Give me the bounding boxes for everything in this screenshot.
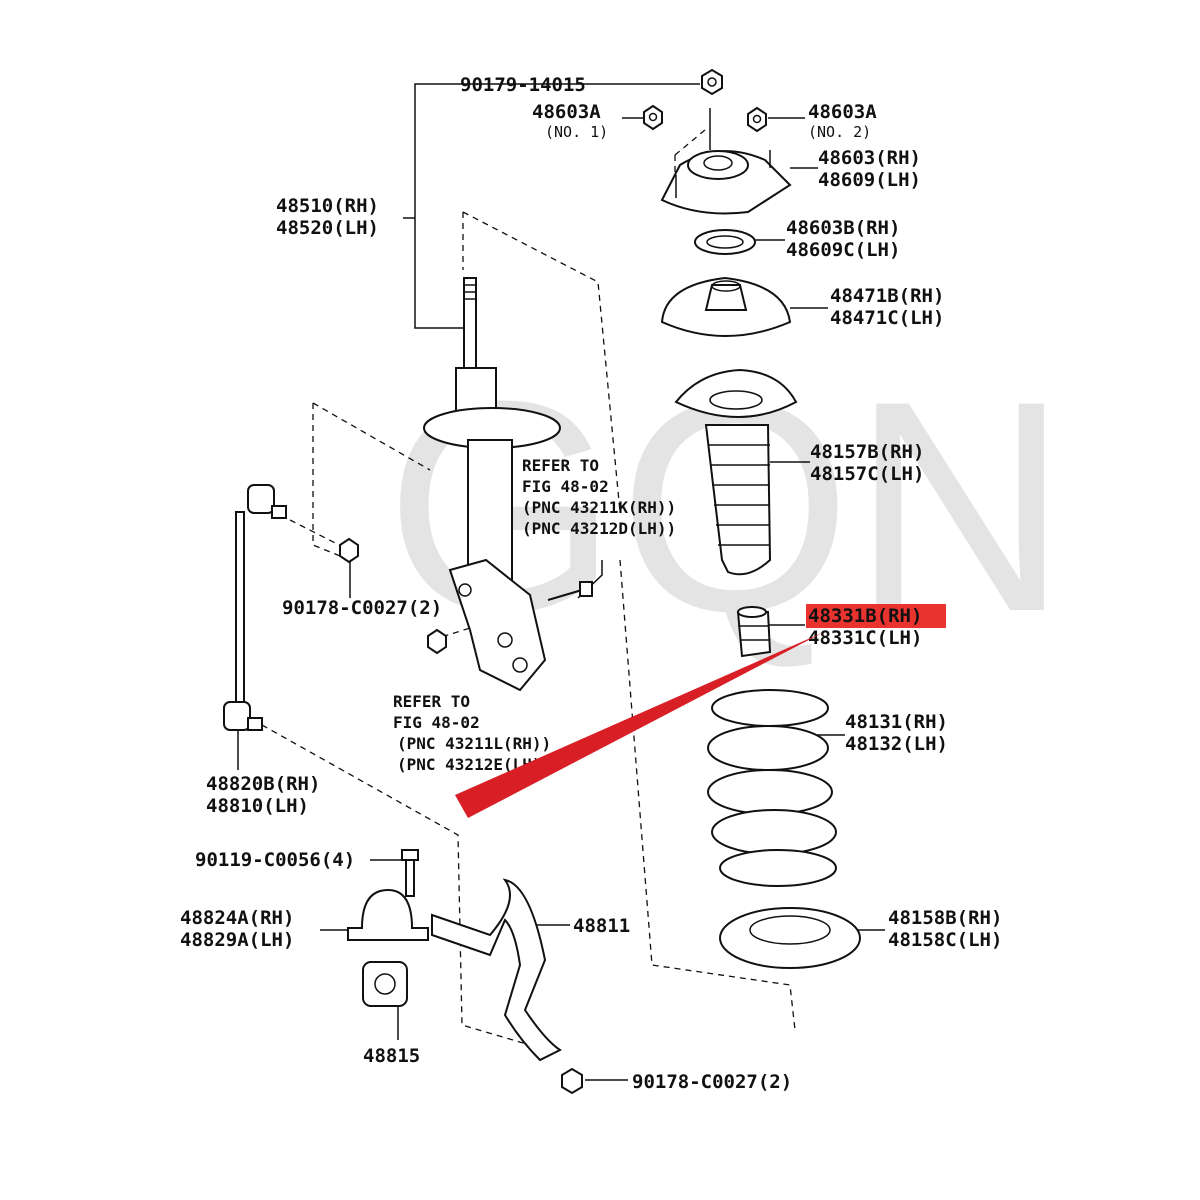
part-label-48603-rh: 48603(RH)	[818, 147, 921, 169]
refer-note-2-line3: (PNC 43211L(RH))	[397, 734, 551, 753]
part-label-48331c-lh: 48331C(LH)	[808, 627, 922, 649]
part-label-48603a-no1: 48603A	[532, 101, 601, 123]
part-label-48510-rh: 48510(RH)	[276, 195, 379, 217]
shock-absorber-icon	[423, 277, 561, 692]
bearing-ring-icon	[694, 229, 756, 255]
knuckle-nut-icon	[427, 628, 447, 655]
bushing-icon	[362, 961, 408, 1007]
spring-group-outline	[619, 559, 796, 1031]
part-label-48810-lh: 48810(LH)	[206, 795, 309, 817]
nut-no2-icon	[747, 106, 767, 133]
part-label-48471c-lh: 48471C(LH)	[830, 307, 944, 329]
part-label-48158c-lh: 48158C(LH)	[888, 929, 1002, 951]
part-label-48131-rh: 48131(RH)	[845, 711, 948, 733]
refer-note-1-line4: (PNC 43212D(LH))	[522, 519, 676, 538]
part-label-90119-c0056: 90119-C0056(4)	[195, 849, 355, 871]
strut-mount-icon	[660, 108, 792, 215]
part-label-48811: 48811	[573, 915, 630, 937]
part-label-48603b-rh: 48603B(RH)	[786, 217, 900, 239]
part-label-90179-14015: 90179-14015	[460, 74, 586, 96]
part-label-48471b-rh: 48471B(RH)	[830, 285, 944, 307]
part-label-48820b-rh: 48820B(RH)	[206, 773, 320, 795]
part-label-48609c-lh: 48609C(LH)	[786, 239, 900, 261]
refer-note-2-line1: REFER TO	[393, 692, 470, 711]
highlight-box	[806, 604, 946, 628]
refer-note-1-line2: FIG 48-02	[522, 477, 609, 496]
bolt-icon	[547, 581, 593, 601]
link-nut-icon	[339, 537, 359, 564]
part-label-48603a-no2: 48603A	[808, 101, 877, 123]
nut-no1-icon	[643, 104, 663, 131]
part-label-48158b-rh: 48158B(RH)	[888, 907, 1002, 929]
spring-insulator-lower-icon	[719, 907, 861, 969]
part-label-48331b-rh: 48331B(RH)	[808, 605, 922, 627]
stabilizer-bar-icon	[431, 878, 583, 1095]
part-label-48157c-lh: 48157C(LH)	[810, 463, 924, 485]
refer-note-2-line4: (PNC 43212E(LH))	[397, 755, 551, 774]
knuckle-group-outline	[312, 403, 351, 561]
refer-note-1-line3: (PNC 43211K(RH))	[522, 498, 676, 517]
red-pointer-arrow	[455, 632, 824, 818]
part-label-90178-c0027-lower: 90178-C0027(2)	[632, 1071, 792, 1093]
spring-seat-upper-icon	[660, 276, 792, 337]
part-sublabel-no1: (NO. 1)	[545, 123, 608, 141]
refer-note-2-line2: FIG 48-02	[393, 713, 480, 732]
bushing-bracket-icon	[347, 849, 429, 941]
part-sublabel-no2: (NO. 2)	[808, 123, 871, 141]
part-label-48815: 48815	[363, 1045, 420, 1067]
part-label-48824a-rh: 48824A(RH)	[180, 907, 294, 929]
part-label-48609-lh: 48609(LH)	[818, 169, 921, 191]
part-label-90178-c0027-upper: 90178-C0027(2)	[282, 597, 442, 619]
bump-stop-icon	[736, 606, 772, 658]
part-label-48157b-rh: 48157B(RH)	[810, 441, 924, 463]
refer-note-1-line1: REFER TO	[522, 456, 599, 475]
part-label-48520-lh: 48520(LH)	[276, 217, 379, 239]
part-label-48829a-lh: 48829A(LH)	[180, 929, 294, 951]
stabilizer-link-icon	[223, 484, 287, 731]
coil-spring-icon	[707, 689, 837, 887]
part-label-48132-lh: 48132(LH)	[845, 733, 948, 755]
flange-nut-icon	[701, 68, 723, 96]
boot-bellows-icon	[674, 368, 798, 576]
